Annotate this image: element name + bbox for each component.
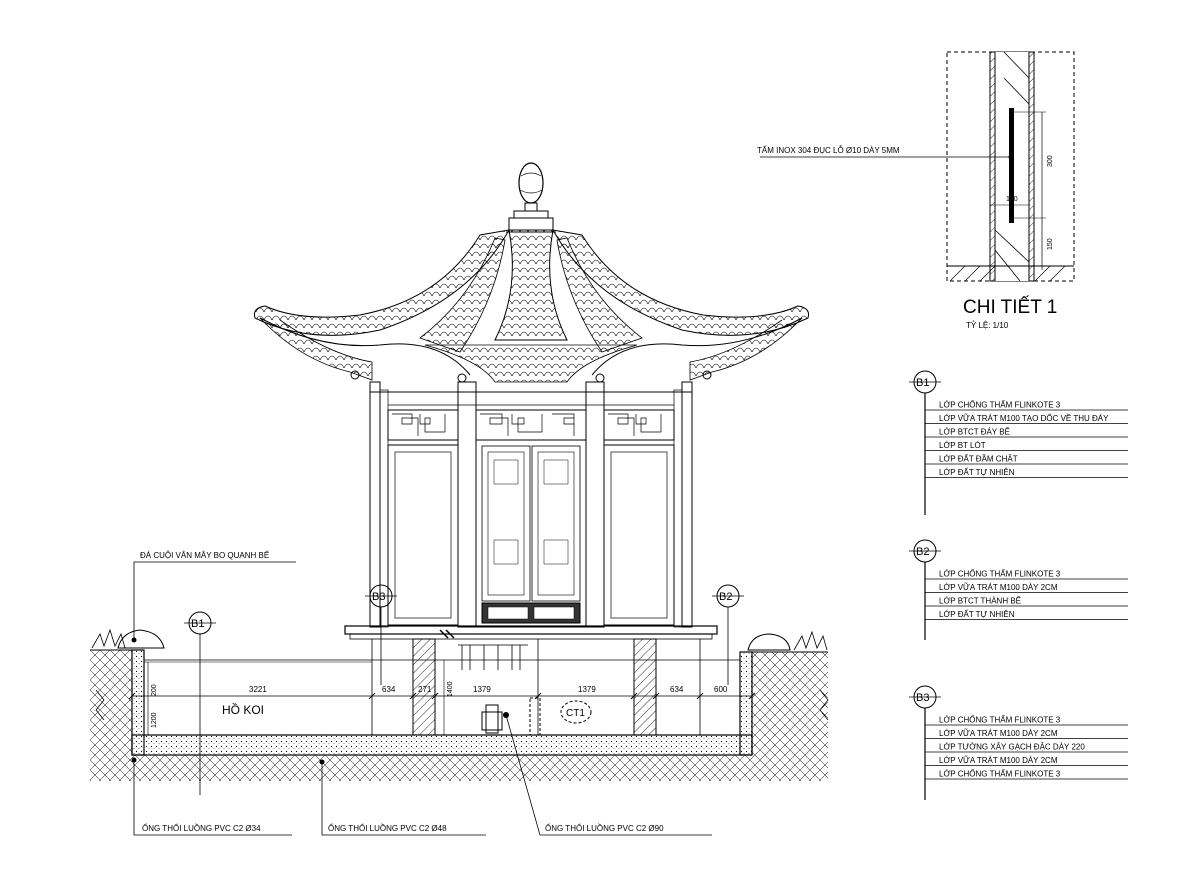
legend-layer-text: LỚP CHỐNG THẤM FLINKOTE 3 [939,769,1061,779]
dim-tick [630,692,638,700]
tag-b2: B2 [712,584,744,685]
tag-ct1: CT1 [560,700,592,724]
dim-tick [128,692,136,700]
dim-tick [368,692,376,700]
dim-tick [431,692,439,700]
dim-tick [534,692,542,700]
legend-layer-text: LỚP BTCT ĐÁY BỂ [939,428,1010,437]
legend-layer-text: LỚP CHỐNG THẤM FLINKOTE 3 [939,400,1061,410]
dim-3221: 3221 [249,685,267,694]
legend-layer-text: LỚP VỮA TRÁT M100 DÀY 2CM [939,583,1058,592]
dim-1379-right: 1379 [578,685,596,694]
legend-layer-text: LỚP TƯỜNG XÂY GẠCH ĐẶC DÀY 220 [939,743,1085,752]
dim-1379-left: 1379 [473,685,491,694]
pipe-34-note: ỐNG THỔI LUỒNG PVC C2 Ø34 [142,823,261,833]
legend-layer-text: LỚP ĐẤT TỰ NHIÊN [939,467,1015,477]
svg-text:B1: B1 [191,618,204,630]
legend-b3-tag: B3 [916,692,929,704]
dim-634-left: 634 [382,685,396,694]
pond-label: HỒ KOI [222,702,264,717]
dim-tick [409,692,417,700]
detail-1: TẤM INOX 304 ĐỤC LỖ Ø10 DÀY 5MM 300 100 … [757,51,1075,330]
detail-scale: TỶ LỆ: 1/10 [966,321,1009,330]
legend-layer-text: LỚP CHỐNG THẤM FLINKOTE 3 [939,569,1061,579]
pond-section: ĐÁ CUỘI VÂN MÂY BO QUANH BỂ B1 B3 B2 CT1 [90,551,829,836]
legend-layer-text: LỚP VỮA TRÁT M100 TẠO DỐC VỀ THU ĐÁY [939,413,1109,423]
pipe-48-note: ỐNG THỔI LUỒNG PVC C2 Ø48 [328,823,447,833]
legend-layer-text: LỚP BT LÓT [939,441,986,450]
svg-text:B3: B3 [372,591,385,603]
detail-title: CHI TIẾT 1 [963,296,1057,318]
dim-1200: 1200 [151,712,158,728]
tag-b1: B1 [184,611,216,795]
dim-271: 271 [418,685,432,694]
legend-layer-text: LỚP CHỐNG THẤM FLINKOTE 3 [939,715,1061,725]
legend-layer-text: LỚP ĐẤT TỰ NHIÊN [939,609,1015,619]
pavilion-elevation [254,162,809,640]
svg-text:CT1: CT1 [566,708,585,719]
legend-b1-tag: B1 [916,377,929,389]
dim-634-right: 634 [670,685,684,694]
dim-300: 300 [1047,155,1054,167]
legend-b3: B3 LỚP CHỐNG THẤM FLINKOTE 3 LỚP VỮA TRÁT… [909,685,1128,800]
legend-b2: B2 LỚP CHỐNG THẤM FLINKOTE 3 LỚP VỮA TRÁT… [909,539,1128,640]
dim-1400: 1400 [447,681,454,697]
legend-layer-text: LỚP ĐẤT ĐẦM CHẶT [939,454,1018,464]
dim-100: 100 [1006,196,1018,203]
legend-b2-tag: B2 [916,546,929,558]
svg-text:B2: B2 [719,591,732,603]
legend-layer-text: LỚP VỮA TRÁT M100 DÀY 2CM [939,756,1058,765]
legend-layer-text: LỚP VỮA TRÁT M100 DÀY 2CM [939,729,1058,738]
pipe-90-note: ỐNG THỔI LUỒNG PVC C2 Ø90 [545,823,664,833]
legend-b1: B1 LỚP CHỐNG THẤM FLINKOTE 3 LỚP VỮA TRÁT… [909,370,1128,515]
pebble-note: ĐÁ CUỘI VÂN MÂY BO QUANH BỂ [140,551,269,560]
dim-tick [696,692,704,700]
dim-150: 150 [1047,238,1054,250]
plate-note: TẤM INOX 304 ĐỤC LỖ Ø10 DÀY 5MM [757,145,900,155]
dim-200: 200 [151,684,158,696]
dim-tick [652,692,660,700]
legend-layer-text: LỚP BTCT THÀNH BỂ [939,597,1021,606]
dim-tick [748,692,756,700]
tag-b3: B3 [365,584,397,685]
dim-600: 600 [714,685,728,694]
